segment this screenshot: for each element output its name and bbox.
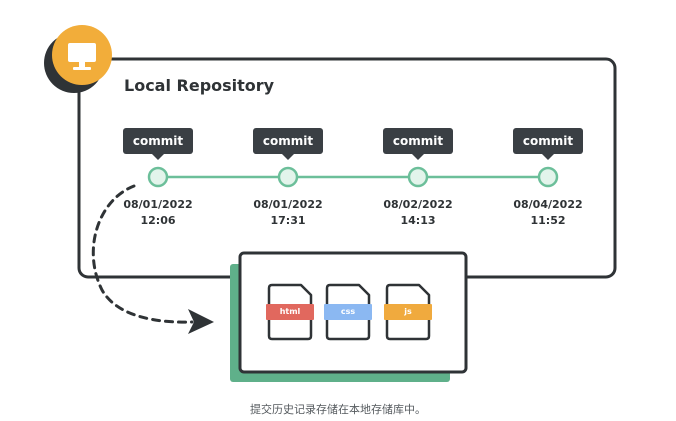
commit-time: 12:06 <box>140 214 176 227</box>
commit-date: 08/01/2022 <box>123 198 193 211</box>
commit-time: 14:13 <box>400 214 436 227</box>
commit-tag: commit <box>513 128 583 160</box>
commit-tag: commit <box>123 128 193 160</box>
file-label: html <box>266 304 314 320</box>
store-arrow-path <box>91 184 194 324</box>
repository-title: Local Repository <box>124 76 275 95</box>
commit-node <box>277 166 299 188</box>
commit-nodes <box>147 166 559 188</box>
store-arrow-head <box>188 309 214 334</box>
caption: 提交历史记录存储在本地存储库中。 <box>250 403 426 416</box>
commit-tag: commit <box>253 128 323 160</box>
commit-date: 08/02/2022 <box>383 198 453 211</box>
commit-node <box>147 166 169 188</box>
monitor-badge <box>44 25 112 93</box>
commit-date: 08/04/2022 <box>513 198 583 211</box>
file-label: js <box>384 304 432 320</box>
commit-time: 11:52 <box>530 214 566 227</box>
monitor-icon <box>68 43 96 70</box>
commit-date: 08/01/2022 <box>253 198 323 211</box>
commit-node <box>537 166 559 188</box>
file-label: css <box>324 304 372 320</box>
commit-tag: commit <box>383 128 453 160</box>
commit-node <box>407 166 429 188</box>
commit-time: 17:31 <box>270 214 306 227</box>
